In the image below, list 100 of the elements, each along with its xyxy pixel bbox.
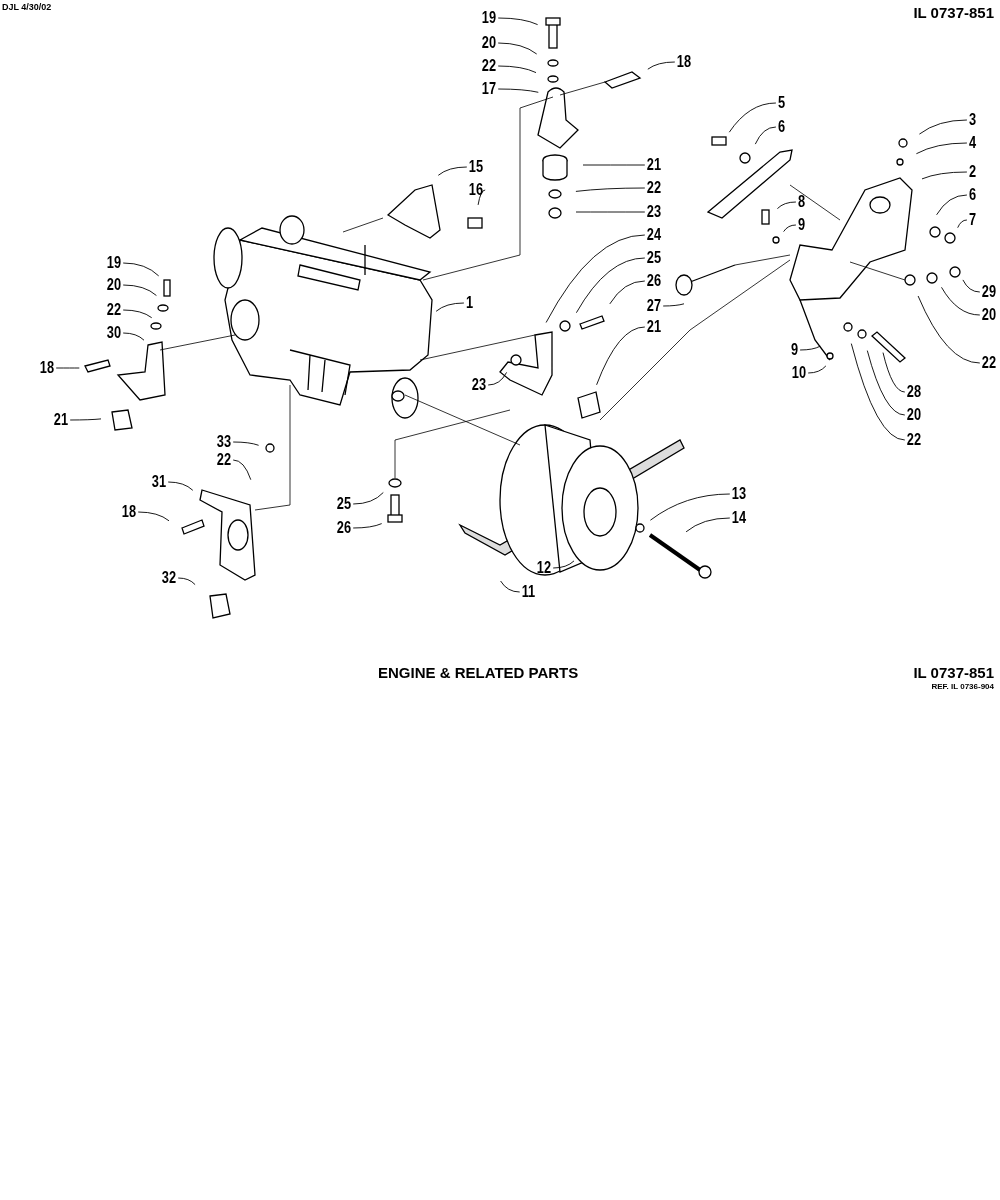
leader-line <box>552 560 575 569</box>
leader-line <box>799 345 821 351</box>
leader-line <box>728 102 777 133</box>
callout-number: 15 <box>468 158 483 176</box>
callout-number: 18 <box>676 53 691 71</box>
callout-number: 1 <box>465 294 473 312</box>
callout-number: 11 <box>521 583 536 601</box>
leader-line <box>776 201 797 210</box>
callout-number: 10 <box>791 364 806 382</box>
callout-number: 6 <box>777 118 785 136</box>
callout-number: 33 <box>216 433 231 451</box>
leader-line <box>685 517 731 533</box>
leader-line <box>917 295 981 364</box>
callout-number: 28 <box>906 383 921 401</box>
illustration-number: IL 0737-851 <box>913 4 994 21</box>
leader-line <box>352 523 383 529</box>
leader-line <box>866 350 906 416</box>
callout-number: 22 <box>646 179 661 197</box>
leader-line <box>545 234 646 323</box>
callout-number: 22 <box>906 431 921 449</box>
leader-line <box>957 219 968 229</box>
callout-number: 19 <box>481 9 496 27</box>
leader-line <box>352 492 384 505</box>
callout-number: 4 <box>968 134 976 152</box>
leader-line <box>575 187 646 192</box>
leader-line <box>918 119 968 135</box>
leader-line <box>435 302 465 312</box>
callout-number: 18 <box>39 359 54 377</box>
callout-number: 22 <box>981 354 996 372</box>
callout-number: 21 <box>53 411 68 429</box>
callout-number: 23 <box>471 376 486 394</box>
leader-line <box>783 224 797 233</box>
callout-number: 32 <box>161 569 176 587</box>
callout-number: 23 <box>646 203 661 221</box>
leader-line <box>582 164 646 166</box>
callout-number: 6 <box>968 186 976 204</box>
callout-number: 19 <box>106 254 121 272</box>
callout-number: 12 <box>536 559 551 577</box>
leader-line <box>936 194 968 216</box>
leader-line <box>167 481 194 491</box>
leader-line <box>497 88 539 93</box>
callout-number: 3 <box>968 111 976 129</box>
leader-line <box>232 441 260 446</box>
leader-line <box>477 189 486 206</box>
leader-line <box>754 126 777 145</box>
leader-line <box>500 580 521 593</box>
leader-line <box>497 65 537 74</box>
callout-number: 16 <box>468 181 483 199</box>
callout-number: 8 <box>797 193 805 211</box>
callout-number: 24 <box>646 226 661 244</box>
leader-line <box>941 286 981 316</box>
drawing-date: DJL 4/30/02 <box>2 2 52 12</box>
leader-line <box>807 365 827 374</box>
callout-number: 21 <box>646 318 661 336</box>
leader-line <box>609 280 646 305</box>
callout-number: 26 <box>336 519 351 537</box>
callout-number: 29 <box>981 283 996 301</box>
callout-number: 20 <box>106 276 121 294</box>
leader-line <box>921 171 968 180</box>
callout-number: 21 <box>646 156 661 174</box>
leader-line <box>882 352 906 393</box>
callout-number: 2 <box>968 163 976 181</box>
leader-line <box>177 577 196 586</box>
leader-line <box>487 371 508 386</box>
leader-line <box>497 17 539 26</box>
reference-number: REF. IL 0736-904 <box>931 682 994 691</box>
callout-number: 14 <box>731 509 746 527</box>
callout-number: 18 <box>121 503 136 521</box>
callout-number: 9 <box>797 216 805 234</box>
leader-line <box>122 262 160 277</box>
callout-number: 9 <box>790 341 798 359</box>
callout-number: 22 <box>481 57 496 75</box>
callout-number: 20 <box>906 406 921 424</box>
leader-line <box>649 493 731 521</box>
callout-number: 20 <box>481 34 496 52</box>
leader-line <box>122 284 157 296</box>
callout-number: 7 <box>968 211 976 229</box>
callout-number: 13 <box>731 485 746 503</box>
callout-number: 25 <box>646 249 661 267</box>
leader-line <box>69 418 102 421</box>
leader-line <box>662 303 685 307</box>
leader-line <box>55 367 80 369</box>
callout-number: 17 <box>481 80 496 98</box>
leader-line <box>122 309 153 319</box>
illustration-number: IL 0737-851 <box>913 664 994 681</box>
leader-line <box>850 343 906 441</box>
leader-line <box>437 166 468 176</box>
leader-line <box>122 332 145 341</box>
callout-number: 25 <box>336 495 351 513</box>
callout-number: 20 <box>981 306 996 324</box>
leader-line <box>962 279 981 293</box>
leader-line <box>915 142 968 155</box>
diagram-title: ENGINE & RELATED PARTS <box>378 664 579 681</box>
leader-line <box>596 326 646 386</box>
callout-number: 26 <box>646 272 661 290</box>
leader-line <box>647 61 676 70</box>
callout-number: 30 <box>106 324 121 342</box>
callout-number: 22 <box>216 451 231 469</box>
leader-line <box>232 459 252 481</box>
leader-line <box>497 42 538 55</box>
